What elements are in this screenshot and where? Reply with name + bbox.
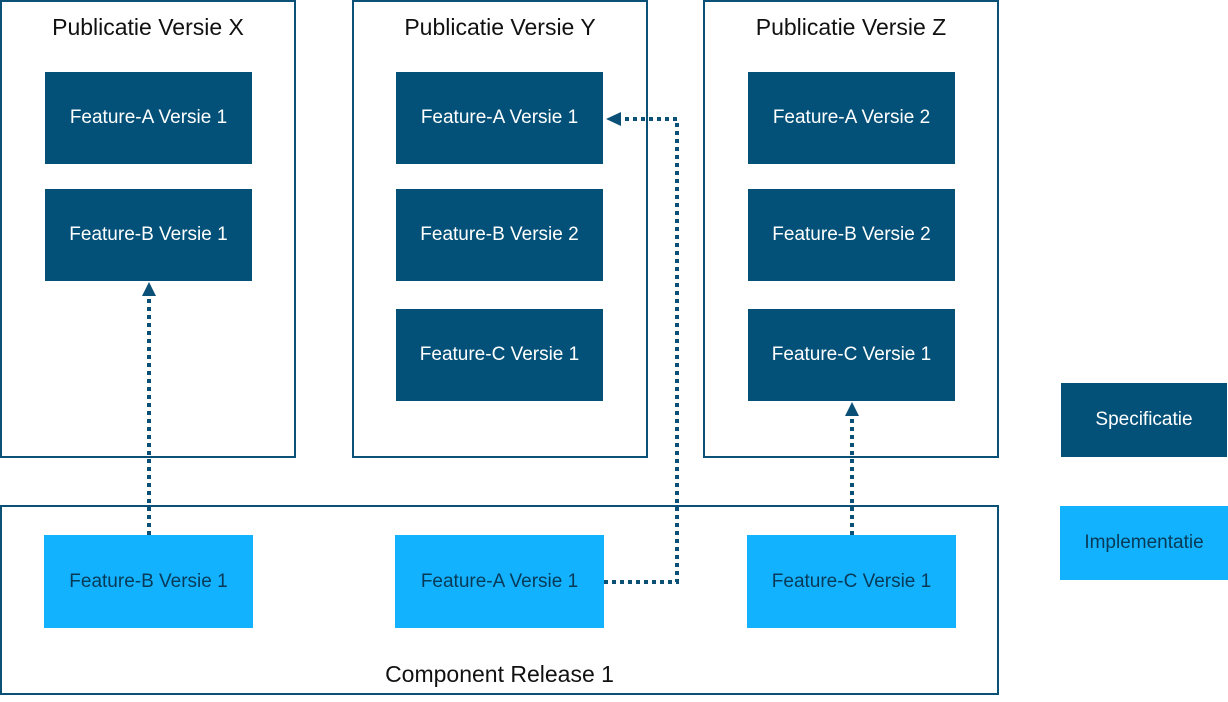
publication-x-feature-a: Feature-A Versie 1 [45,72,252,164]
release-feature-b: Feature-B Versie 1 [44,535,253,628]
release-feature-a: Feature-A Versie 1 [395,535,604,628]
publication-z-feature-b: Feature-B Versie 2 [748,189,955,281]
publication-y-feature-b: Feature-B Versie 2 [396,189,603,281]
publication-x-feature-b: Feature-B Versie 1 [45,189,252,281]
legend-specification: Specificatie [1061,383,1227,457]
arrow-feature-c-head [845,402,859,416]
publication-z-feature-c: Feature-C Versie 1 [748,309,955,401]
arrow-feature-a-head [606,112,621,126]
release-feature-c: Feature-C Versie 1 [747,535,956,628]
arrow-feature-a-line [604,117,679,584]
publication-z-feature-a: Feature-A Versie 2 [748,72,955,164]
publication-x-title: Publicatie Versie X [52,14,244,40]
publication-z-title: Publicatie Versie Z [755,14,947,40]
publication-y-feature-a: Feature-A Versie 1 [396,72,603,164]
publication-y-title: Publicatie Versie Y [404,14,596,40]
publication-y-feature-c: Feature-C Versie 1 [396,309,603,401]
arrow-feature-b-head [142,282,156,296]
component-release-title: Component Release 1 [385,661,614,687]
legend-implementation: Implementatie [1060,506,1228,580]
